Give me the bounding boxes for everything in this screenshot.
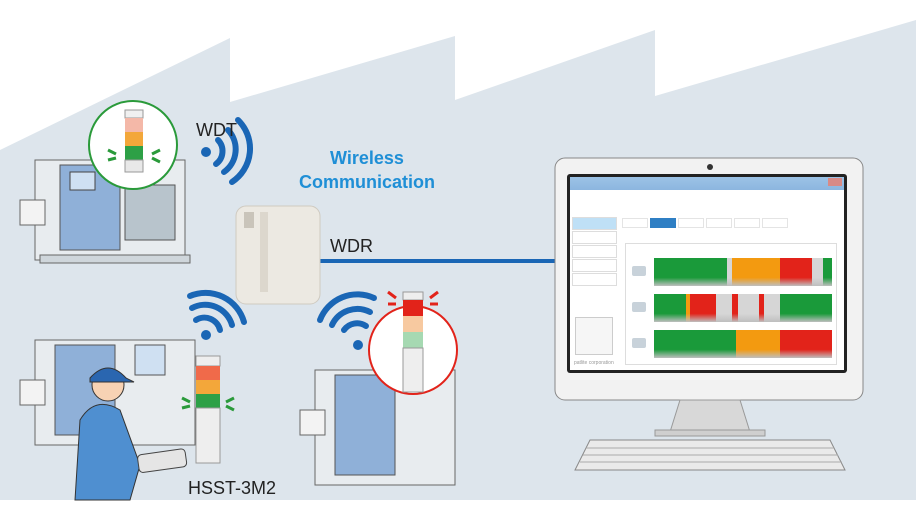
timeline-row	[654, 330, 832, 358]
timeline-segment-green	[780, 294, 832, 322]
sidebar-item[interactable]	[572, 245, 617, 258]
timeline-segment-orange	[686, 294, 690, 322]
timeline-segment-orange	[735, 330, 781, 358]
timeline-segment-red	[758, 294, 765, 322]
wifi-icon	[317, 291, 377, 350]
timeline-segment-gray	[812, 258, 824, 286]
tab-bar	[622, 215, 790, 233]
timeline-segment-gray	[716, 294, 733, 322]
machine-icon	[632, 266, 646, 276]
timeline-segment-red	[780, 258, 813, 286]
window-titlebar	[570, 177, 844, 190]
tab-active[interactable]	[650, 218, 676, 228]
sidebar-item[interactable]	[572, 217, 617, 230]
timeline-chart	[625, 243, 837, 365]
wdt-label: WDT	[196, 120, 237, 140]
model-label: HSST-3M2	[188, 478, 277, 498]
timeline-segment-gray	[764, 294, 781, 322]
tab[interactable]	[706, 218, 732, 228]
wifi-icon	[201, 117, 253, 185]
tab[interactable]	[734, 218, 760, 228]
signal-tower-hsst	[181, 355, 235, 464]
sidebar	[572, 217, 617, 287]
machine-icon	[632, 302, 646, 312]
timeline-segment-red	[732, 294, 738, 322]
timeline-row	[654, 258, 832, 286]
close-button[interactable]	[828, 178, 842, 186]
timeline-segment-red	[689, 294, 717, 322]
signal-tower-green	[88, 100, 178, 190]
timeline-segment-green	[654, 258, 727, 286]
timeline-segment-gray	[726, 258, 733, 286]
wdr-receiver-device	[235, 205, 321, 305]
timeline-row	[654, 294, 832, 322]
tab[interactable]	[622, 218, 648, 228]
wifi-icon	[187, 289, 247, 340]
machine-tool-1	[19, 159, 191, 264]
sidebar-item[interactable]	[572, 273, 617, 286]
timeline-segment-green	[823, 258, 832, 286]
sidebar-item[interactable]	[572, 259, 617, 272]
machine-icon	[632, 338, 646, 348]
timeline-segment-orange	[732, 258, 781, 286]
tab[interactable]	[762, 218, 788, 228]
timeline-segment-red	[780, 330, 832, 358]
wdr-label: WDR	[330, 236, 373, 256]
signal-tower-red	[368, 290, 458, 395]
sidebar-item[interactable]	[572, 231, 617, 244]
timeline-segment-green	[654, 294, 687, 322]
timeline-segment-green	[654, 330, 736, 358]
worker	[74, 367, 188, 501]
footer-text: patlite corporation	[574, 360, 614, 366]
monitoring-software-screen: patlite corporation	[570, 177, 844, 370]
tab[interactable]	[678, 218, 704, 228]
calendar-widget[interactable]	[575, 317, 613, 355]
timeline-segment-gray	[737, 294, 759, 322]
wireless-communication-label: Wireless Communication	[298, 148, 435, 192]
